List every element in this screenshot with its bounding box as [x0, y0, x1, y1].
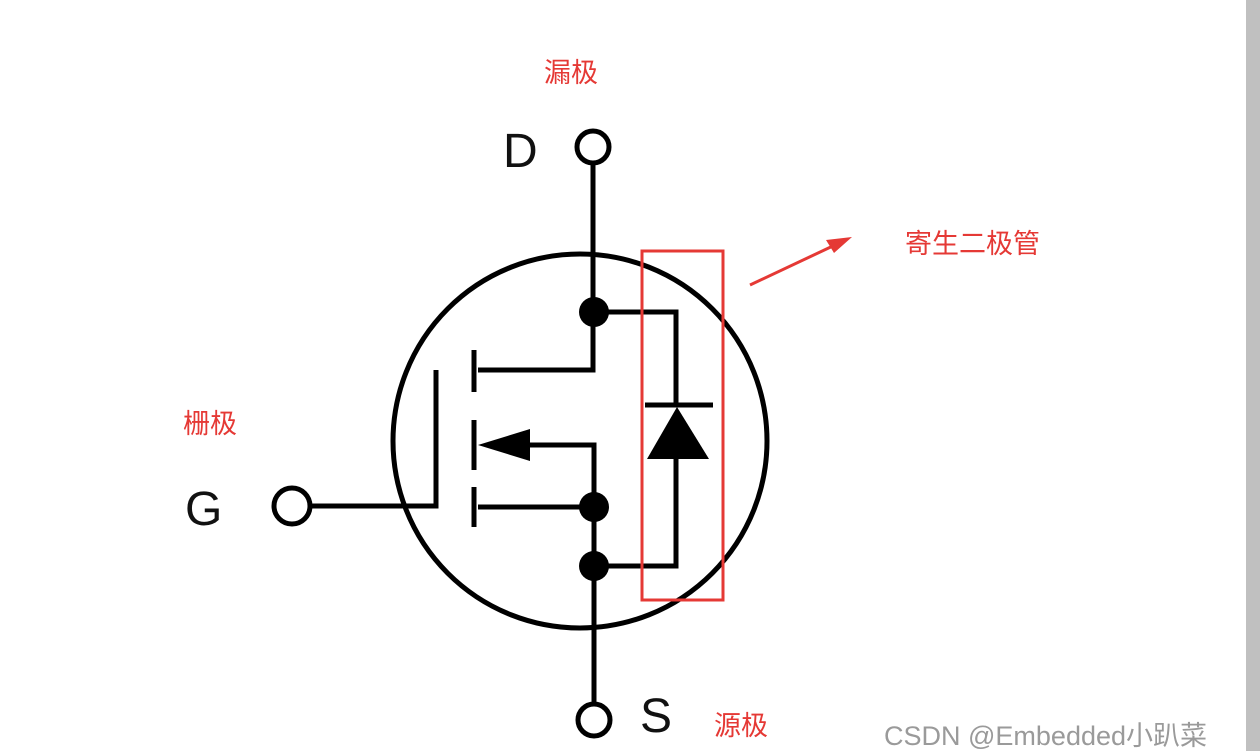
- body-diode-annotation: 寄生二极管: [905, 229, 1040, 260]
- mosfet-body-circle: [390, 251, 770, 631]
- pointer-arrow-head: [826, 237, 852, 253]
- watermark: CSDN @Embedded小趴菜: [884, 721, 1208, 751]
- drain-lead: [478, 163, 596, 373]
- drain-terminal: [574, 128, 612, 166]
- body-diode-highlight-box: [640, 249, 725, 602]
- gate-annotation: 栅极: [183, 409, 237, 440]
- source-lead: [520, 442, 597, 704]
- drain-label: D: [503, 125, 538, 178]
- diode-wiring: [594, 309, 679, 569]
- junction-dot: [579, 297, 609, 327]
- junction-dot: [579, 492, 609, 522]
- gate-label: G: [185, 483, 223, 536]
- scrollbar[interactable]: [1246, 0, 1260, 751]
- source-label: S: [640, 690, 673, 743]
- pointer-arrow-shaft: [749, 243, 836, 287]
- source-annotation: 源极: [714, 711, 768, 742]
- diode-triangle: [647, 407, 709, 459]
- drain-annotation: 漏极: [544, 58, 598, 89]
- junction-dot: [579, 551, 609, 581]
- gate-terminal: [271, 485, 313, 527]
- source-terminal: [575, 701, 613, 739]
- channel-arrow: [478, 429, 530, 461]
- gate-lead: [310, 370, 439, 509]
